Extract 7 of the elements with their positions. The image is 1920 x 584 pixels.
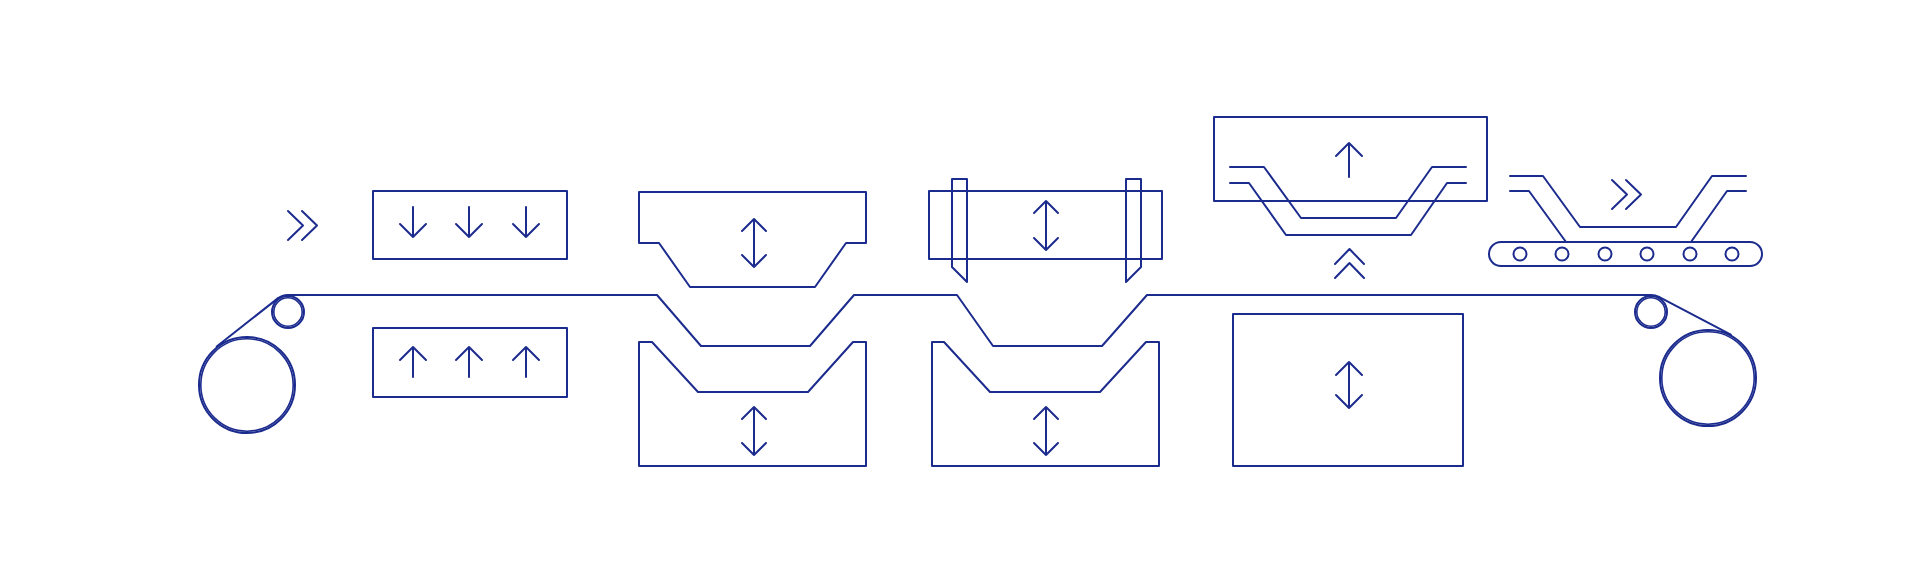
guide-roller	[271, 295, 305, 329]
material-roll	[198, 336, 296, 434]
sheet-line	[276, 294, 1660, 347]
guide-roller	[1634, 295, 1668, 329]
sheet-line	[215, 297, 279, 348]
material-roll	[1659, 329, 1757, 427]
sheet-line	[1657, 295, 1732, 336]
